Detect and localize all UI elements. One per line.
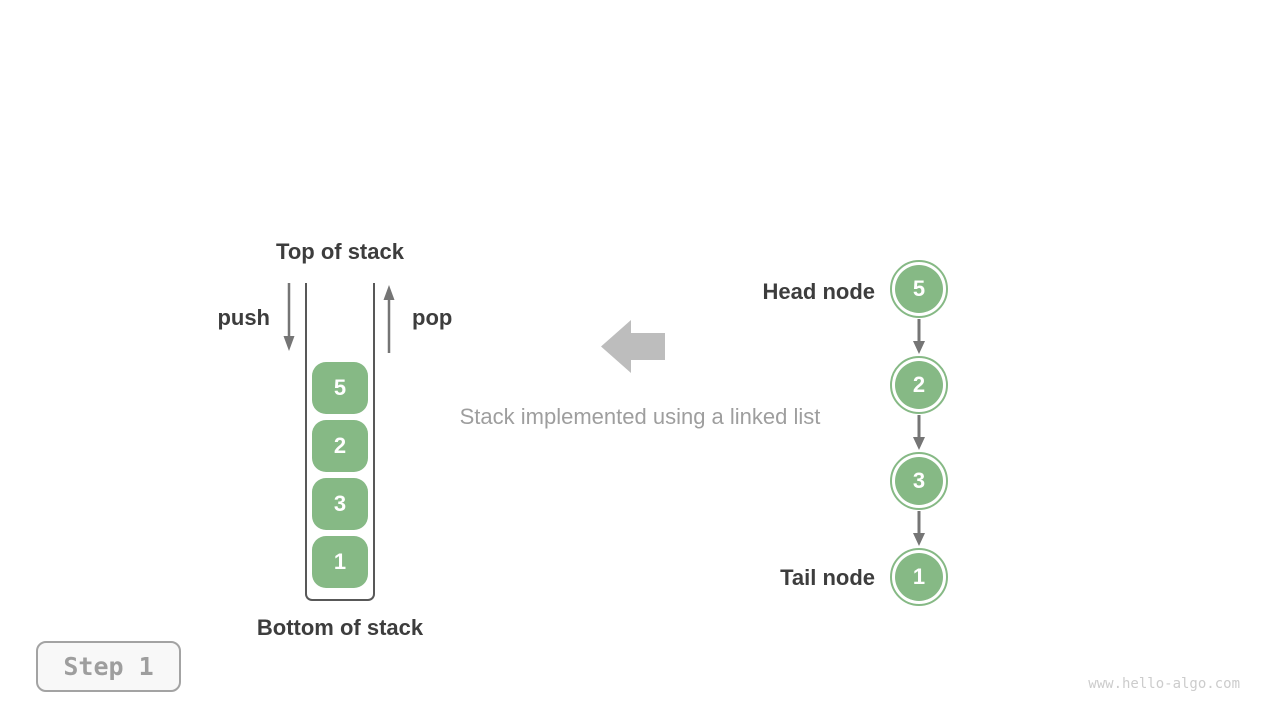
step-badge: Step 1	[36, 641, 181, 692]
watermark-text: www.hello-algo.com	[1088, 676, 1240, 692]
link-arrow-icon	[913, 319, 925, 354]
pop-label: pop	[412, 305, 453, 330]
list-node: 5	[890, 260, 948, 318]
stack-item: 5	[312, 362, 368, 414]
tail-node-label: Tail node	[780, 565, 875, 590]
push-label: push	[217, 305, 270, 330]
list-node-value: 1	[895, 553, 943, 601]
stack-item: 3	[312, 478, 368, 530]
link-arrow-icon	[913, 415, 925, 450]
stack-item: 1	[312, 536, 368, 588]
link-arrow-icon	[913, 511, 925, 546]
list-node: 1	[890, 548, 948, 606]
left-block-arrow-icon	[601, 320, 665, 373]
list-node: 3	[890, 452, 948, 510]
list-node-value: 2	[895, 361, 943, 409]
pop-arrow-icon	[383, 285, 395, 353]
caption-text: Stack implemented using a linked list	[459, 404, 821, 429]
list-node-value: 5	[895, 265, 943, 313]
head-node-label: Head node	[762, 279, 875, 304]
stack-item: 2	[312, 420, 368, 472]
list-node: 2	[890, 356, 948, 414]
bottom-of-stack-label: Bottom of stack	[256, 615, 424, 640]
list-node-value: 3	[895, 457, 943, 505]
top-of-stack-label: Top of stack	[276, 239, 404, 264]
push-arrow-icon	[283, 283, 295, 351]
